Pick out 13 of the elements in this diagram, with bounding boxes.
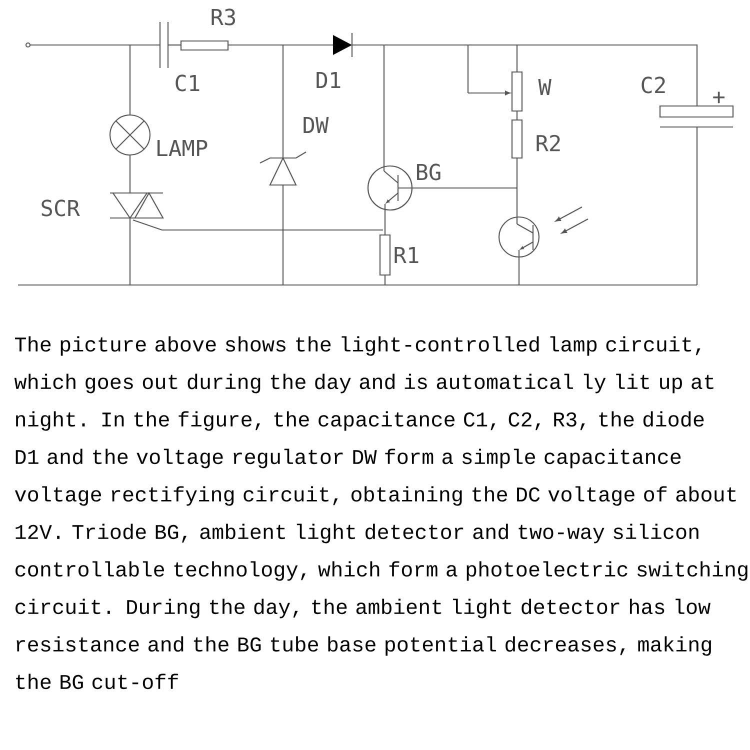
component-label: + bbox=[713, 92, 724, 104]
caption-text: The picture above shows the light-controlled lamp circuit, which goes out during the day and is automatical ly lit up at night. In the figure, the capacitance C1, C2, R3, the diode D1 and the voltage regulator DW form a simple capacitance voltage rectifying circuit, obtaining the DC voltage of about 12V. Triode BG, ambient light detector and two-way silicon controllable technology, which form a photoelectric switching circuit. During the day, the ambient light detector has low resistance and the BG tube base potential decreases, making the BG cut-off bbox=[14, 336, 748, 690]
component-label: SCR bbox=[42, 200, 80, 216]
component-label: LAMP bbox=[158, 140, 208, 156]
component-label: DW bbox=[304, 116, 329, 134]
component-label: D1 bbox=[316, 72, 340, 88]
component-label: C1 bbox=[176, 74, 200, 92]
component-label: R3 bbox=[212, 8, 236, 26]
component-label: C2 bbox=[642, 76, 665, 94]
component-label: R2 bbox=[536, 134, 560, 152]
component-label: R1 bbox=[394, 246, 418, 264]
component-label: W bbox=[538, 78, 552, 96]
component-label: BG bbox=[417, 164, 440, 180]
